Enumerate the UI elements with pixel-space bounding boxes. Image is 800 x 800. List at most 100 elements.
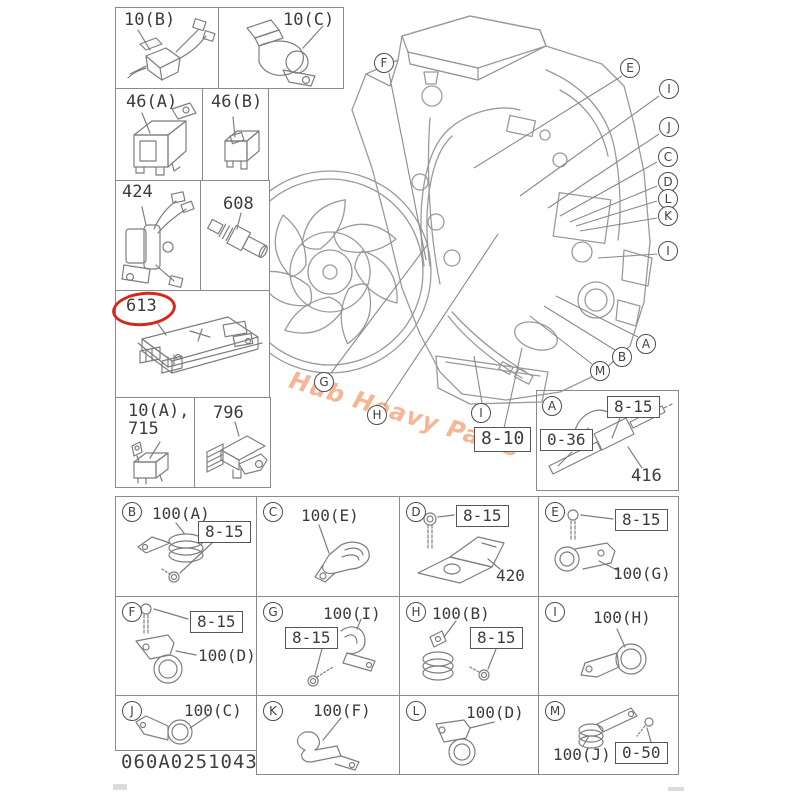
cell-letter-badge: L: [406, 701, 426, 721]
cell-letter-badge: D: [406, 502, 426, 522]
clamp-drawing: [435, 719, 495, 766]
part-number-label: 100(E): [301, 506, 359, 525]
part-number-label: 416: [631, 466, 662, 486]
callout-I2: I: [658, 241, 678, 261]
inset-panel-608: 608: [200, 180, 270, 291]
part-number-label: 100(A): [152, 504, 210, 523]
part-number-label: 100(D): [198, 646, 256, 665]
torque-ref-label: 8-15: [470, 627, 523, 650]
torque-ref-label: 8-15: [190, 611, 243, 634]
grid-cell-e: E 8-15 100(G): [538, 496, 679, 597]
callout-E: E: [620, 58, 640, 78]
clamp-drawing: [580, 628, 647, 678]
grid-cell-g: G 100(I) 8-15: [256, 596, 400, 696]
cell-letter-badge: I: [545, 602, 565, 622]
sensor-10c-drawing: [246, 19, 324, 87]
inset-panel-46b: 46(B): [202, 88, 269, 181]
callout-K: K: [658, 206, 678, 226]
part-number-label: 10(A),: [128, 401, 190, 421]
harness-424-drawing: [121, 191, 195, 288]
cell-letter-badge: H: [406, 602, 426, 622]
inset-panel-46a: 46(A): [115, 88, 203, 181]
callout-H: H: [367, 405, 387, 425]
part-number-label: 10(B): [124, 10, 176, 30]
cell-letter-badge: M: [545, 701, 565, 721]
part-number-label: 424: [122, 182, 153, 202]
callout-B: B: [612, 347, 632, 367]
grid-cell-h: H 100(B) 8-15: [399, 596, 539, 696]
part-number-label: 608: [223, 194, 254, 214]
relay-46b-drawing: [224, 116, 260, 170]
detail-letter-badge: A: [542, 396, 562, 416]
inset-panel-424: 424: [115, 180, 201, 291]
inset-panel-10c: 10(C): [218, 7, 344, 89]
callout-J: J: [659, 117, 679, 137]
grid-cell-k: K 100(F): [256, 695, 400, 775]
clamp-drawing: [422, 620, 497, 681]
callout-A: A: [636, 334, 656, 354]
part-number-label: 100(I): [323, 604, 381, 623]
part-number-label: 10(C): [283, 10, 335, 30]
torque-ref-label: 8-15: [456, 505, 509, 528]
part-number-label: 613: [126, 296, 157, 316]
part-number-label: 100(C): [184, 701, 242, 720]
artifact-smudge: [113, 784, 127, 790]
cell-letter-badge: J: [122, 701, 142, 721]
part-number-label: 46(A): [126, 92, 178, 112]
grid-cell-f: F 8-15 100(D): [115, 596, 257, 696]
torque-ref-label: 8-15: [615, 509, 668, 532]
torque-ref-label: 0-50: [615, 742, 668, 765]
cell-letter-badge: G: [263, 602, 283, 622]
inset-panel-10a-715: 10(A), 715: [115, 397, 195, 488]
torque-ref-label: 8-15: [607, 396, 660, 419]
bracket-drawing: [417, 512, 505, 584]
cell-letter-badge: K: [263, 701, 283, 721]
callout-C: C: [658, 147, 678, 167]
callout-F: F: [374, 53, 394, 73]
part-number-label: 100(G): [613, 564, 671, 583]
inset-panel-10b: 10(B): [115, 7, 219, 89]
clamp-drawing: [314, 524, 370, 583]
clamp-drawing: [296, 717, 360, 771]
clamp-drawing: [578, 707, 654, 749]
sensor-10b-drawing: [127, 18, 216, 81]
grid-cell-d: D 8-15 420: [399, 496, 539, 597]
artifact-smudge: [668, 787, 684, 791]
grid-cell-b: B 100(A) 8-15: [115, 496, 257, 597]
callout-I3: I: [471, 403, 491, 423]
part-number-label: 100(B): [432, 604, 490, 623]
sensor-608-drawing: [207, 212, 268, 259]
grid-cell-l: L 100(D): [399, 695, 539, 775]
part-number-label: 100(H): [593, 608, 651, 627]
callout-I: I: [659, 79, 679, 99]
part-number-label: 715: [128, 419, 159, 439]
page-ref-label: 0-36: [540, 429, 593, 452]
detail-a-box: A 8-15 0-36 416: [536, 390, 679, 491]
grid-cell-m: M 100(J) 0-50: [538, 695, 679, 775]
part-number-label: 46(B): [211, 92, 263, 112]
callout-D: D: [658, 172, 678, 192]
module-796-drawing: [206, 421, 268, 479]
grid-cell-j: J 100(C): [115, 695, 257, 751]
clamp-drawing: [307, 618, 376, 687]
callout-G: G: [314, 372, 334, 392]
inset-panel-796: 796: [194, 397, 271, 488]
engine-block-drawing: [351, 15, 653, 405]
leader-lines: [330, 72, 660, 429]
figure-code: 060A0251043: [121, 751, 258, 773]
part-number-label: 100(F): [313, 701, 371, 720]
part-number-label: 420: [496, 566, 525, 585]
torque-ref-label: 8-15: [198, 521, 251, 544]
cell-letter-badge: F: [122, 602, 142, 622]
relay-46a-drawing: [133, 102, 197, 176]
clamp-drawing: [554, 509, 620, 572]
part-number-label: 100(D): [466, 703, 524, 722]
cell-letter-badge: C: [263, 502, 283, 522]
grid-cell-i: I 100(H): [538, 596, 679, 696]
grid-cell-c: C 100(E): [256, 496, 400, 597]
callout-M: M: [590, 361, 610, 381]
part-number-label: 796: [213, 403, 244, 423]
cell-letter-badge: B: [122, 502, 142, 522]
clamp-drawing: [135, 715, 209, 745]
